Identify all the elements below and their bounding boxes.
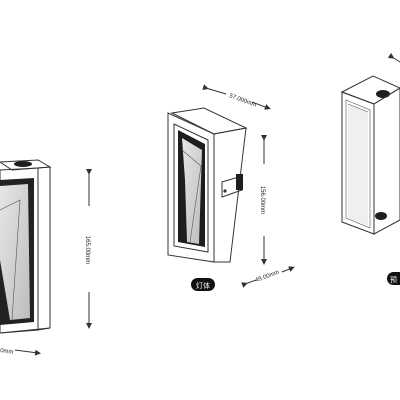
left-height-dim: 165.00mm [84, 236, 90, 264]
right-box-side [373, 87, 400, 235]
mid-height-dim: 156.00mm [259, 186, 265, 214]
left-fixture-hole [14, 161, 32, 167]
mid-fixture-inner-light [182, 138, 202, 244]
mid-width-dim: 49.00mm [255, 270, 281, 284]
right-box-bottom-hole [375, 212, 387, 220]
left-fixture-inner-light [0, 184, 30, 320]
middle-fixture [167, 107, 248, 263]
lamp-body-label: 灯体 [196, 281, 210, 290]
right-box-top-hole [376, 90, 390, 98]
left-fixture [0, 159, 52, 334]
right-box-inner [348, 104, 368, 226]
right-fixture [340, 75, 400, 235]
right-label-bg [387, 272, 400, 285]
lamp-body-label-bg [191, 278, 215, 291]
right-box-top [340, 75, 400, 105]
mid-fixture-housing [213, 127, 247, 263]
left-fixture-side [37, 166, 51, 331]
mid-depth-dim: 57.000mm [228, 93, 257, 108]
left-width-dim: 0mm [0, 348, 14, 356]
right-label: 预 [390, 275, 397, 284]
